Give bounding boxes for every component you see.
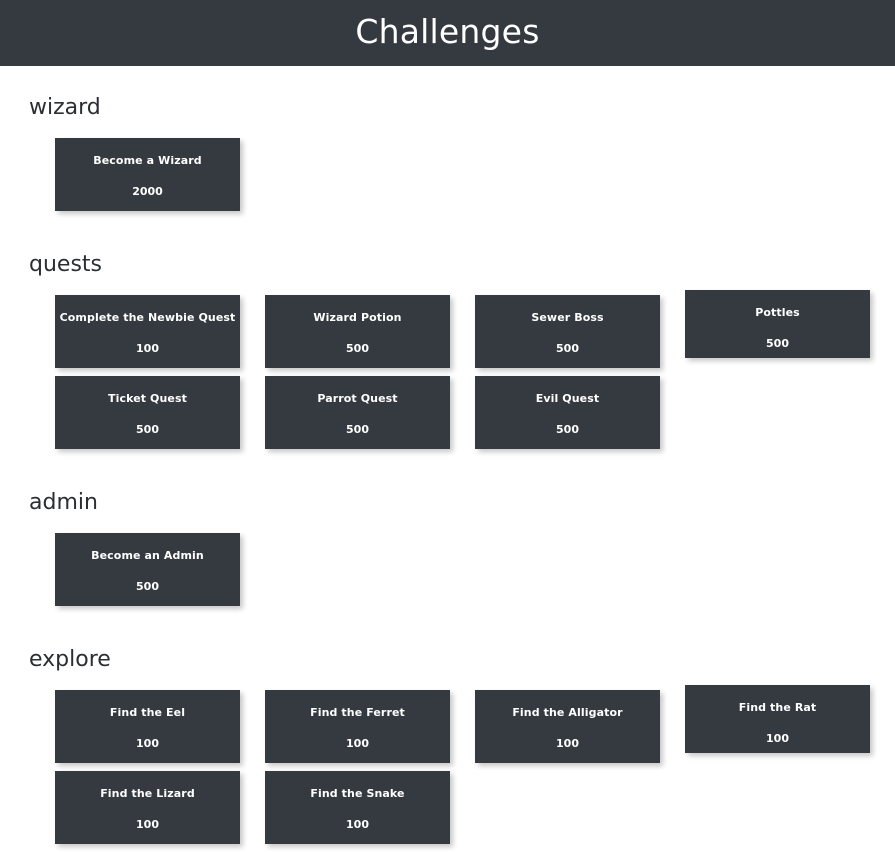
challenge-card[interactable]: Sewer Boss 500 bbox=[475, 295, 660, 368]
challenge-card-value: 100 bbox=[346, 818, 369, 831]
challenge-card[interactable]: Pottles 500 bbox=[685, 290, 870, 358]
challenge-card-title: Ticket Quest bbox=[107, 392, 187, 405]
section-quests: quests Complete the Newbie Quest 100 Wiz… bbox=[0, 219, 895, 457]
challenge-card[interactable]: Find the Ferret 100 bbox=[265, 690, 450, 763]
challenge-card-value: 500 bbox=[346, 423, 369, 436]
card-grid-wizard: Become a Wizard 2000 bbox=[0, 119, 895, 219]
challenge-card-value: 500 bbox=[136, 423, 159, 436]
challenge-card[interactable]: Find the Lizard 100 bbox=[55, 771, 240, 844]
challenge-card-value: 100 bbox=[766, 732, 789, 745]
challenge-card-title: Sewer Boss bbox=[531, 311, 604, 324]
challenge-card[interactable]: Find the Alligator 100 bbox=[475, 690, 660, 763]
section-title-admin: admin bbox=[29, 490, 98, 515]
section-wizard: wizard Become a Wizard 2000 bbox=[0, 66, 895, 219]
card-grid-explore: Find the Eel 100 Find the Ferret 100 Fin… bbox=[0, 671, 895, 852]
challenge-card-value: 100 bbox=[136, 818, 159, 831]
challenge-card-title: Wizard Potion bbox=[313, 311, 402, 324]
section-title-quests: quests bbox=[29, 252, 102, 277]
challenge-card-title: Evil Quest bbox=[535, 392, 600, 405]
section-admin: admin Become an Admin 500 bbox=[0, 457, 895, 614]
challenge-card-title: Find the Ferret bbox=[310, 706, 405, 719]
section-title-wizard: wizard bbox=[29, 95, 101, 120]
challenge-card-title: Find the Rat bbox=[738, 701, 817, 714]
challenge-card[interactable]: Find the Snake 100 bbox=[265, 771, 450, 844]
challenge-card-title: Find the Lizard bbox=[100, 787, 195, 800]
challenge-card[interactable]: Become a Wizard 2000 bbox=[55, 138, 240, 211]
challenge-card-title: Complete the Newbie Quest bbox=[59, 311, 236, 324]
challenge-card[interactable]: Become an Admin 500 bbox=[55, 533, 240, 606]
challenge-card-title: Find the Alligator bbox=[512, 706, 623, 719]
challenge-card-value: 500 bbox=[346, 342, 369, 355]
challenge-card[interactable]: Complete the Newbie Quest 100 bbox=[55, 295, 240, 368]
challenge-card-title: Parrot Quest bbox=[317, 392, 398, 405]
card-grid-quests: Complete the Newbie Quest 100 Wizard Pot… bbox=[0, 276, 895, 457]
challenge-card[interactable]: Find the Rat 100 bbox=[685, 685, 870, 753]
challenge-card[interactable]: Find the Eel 100 bbox=[55, 690, 240, 763]
card-grid-admin: Become an Admin 500 bbox=[0, 514, 895, 614]
challenge-card-title: Find the Eel bbox=[109, 706, 186, 719]
challenge-card-value: 500 bbox=[766, 337, 789, 350]
challenge-card[interactable]: Wizard Potion 500 bbox=[265, 295, 450, 368]
challenge-card-value: 500 bbox=[556, 423, 579, 436]
challenge-card[interactable]: Evil Quest 500 bbox=[475, 376, 660, 449]
challenge-card[interactable]: Ticket Quest 500 bbox=[55, 376, 240, 449]
challenge-card-value: 100 bbox=[136, 342, 159, 355]
challenge-card-value: 2000 bbox=[132, 185, 163, 198]
challenge-card-title: Become an Admin bbox=[91, 549, 204, 562]
challenge-card-value: 100 bbox=[346, 737, 369, 750]
page-title: Challenges bbox=[355, 11, 540, 51]
challenge-card-title: Become a Wizard bbox=[93, 154, 202, 167]
challenge-card-title: Pottles bbox=[755, 306, 800, 319]
challenge-card-value: 100 bbox=[136, 737, 159, 750]
challenge-card-value: 500 bbox=[136, 580, 159, 593]
challenge-card-title: Find the Snake bbox=[310, 787, 405, 800]
challenges-page: wizard Become a Wizard 2000 quests Compl… bbox=[0, 66, 895, 852]
challenge-card[interactable]: Parrot Quest 500 bbox=[265, 376, 450, 449]
section-explore: explore Find the Eel 100 Find the Ferret… bbox=[0, 614, 895, 852]
section-title-explore: explore bbox=[29, 647, 111, 672]
challenge-card-value: 500 bbox=[556, 342, 579, 355]
challenge-card-value: 100 bbox=[556, 737, 579, 750]
app-header: Challenges bbox=[0, 0, 895, 66]
